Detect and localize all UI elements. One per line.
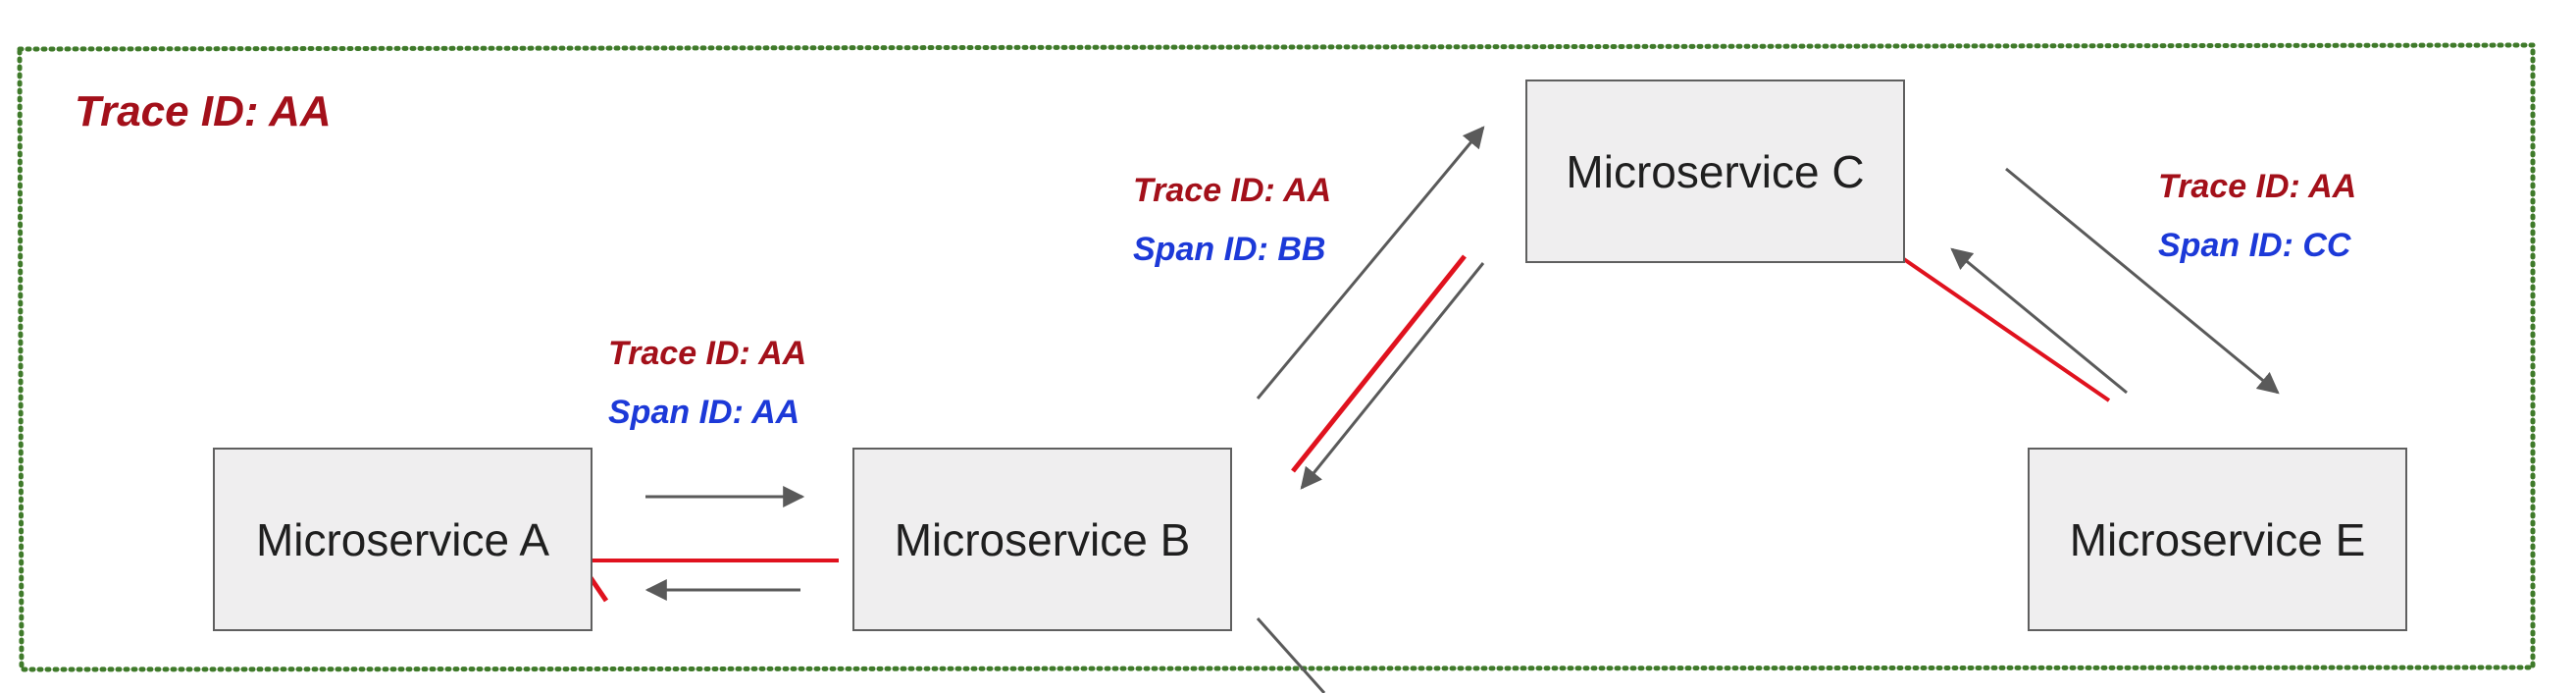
arrow-e-to-c xyxy=(1950,247,2128,395)
c-to-e-trace-id: Trace ID: AA xyxy=(2158,168,2357,205)
arrow-b-to-c xyxy=(1256,126,1485,400)
trace-boundary-label: Trace ID: AA xyxy=(75,87,332,135)
arrow-c-to-b xyxy=(1300,262,1485,490)
trace-boundary xyxy=(17,42,2536,672)
error-line-c-to-b xyxy=(1291,254,1467,473)
microservice-a-box: Microservice A xyxy=(213,448,592,631)
b-to-c-span-id: Span ID: BB xyxy=(1133,231,1326,268)
microservice-a-label: Microservice A xyxy=(255,513,550,565)
arrow-b-outgoing xyxy=(1256,616,1326,693)
microservice-b-label: Microservice B xyxy=(894,513,1191,565)
arrow-c-to-e xyxy=(2005,167,2280,395)
microservice-e-label: Microservice E xyxy=(2069,513,2366,565)
c-to-e-span-id: Span ID: CC xyxy=(2158,227,2351,264)
b-to-c-trace-id: Trace ID: AA xyxy=(1133,172,1332,209)
error-line-e-to-c xyxy=(1896,253,2111,402)
a-to-b-span-id: Span ID: AA xyxy=(608,394,800,431)
microservice-c-box: Microservice C xyxy=(1525,80,1905,263)
microservice-b-box: Microservice B xyxy=(852,448,1232,631)
microservice-e-box: Microservice E xyxy=(2028,448,2407,631)
a-to-b-trace-id: Trace ID: AA xyxy=(608,335,807,372)
microservice-c-label: Microservice C xyxy=(1566,145,1865,197)
